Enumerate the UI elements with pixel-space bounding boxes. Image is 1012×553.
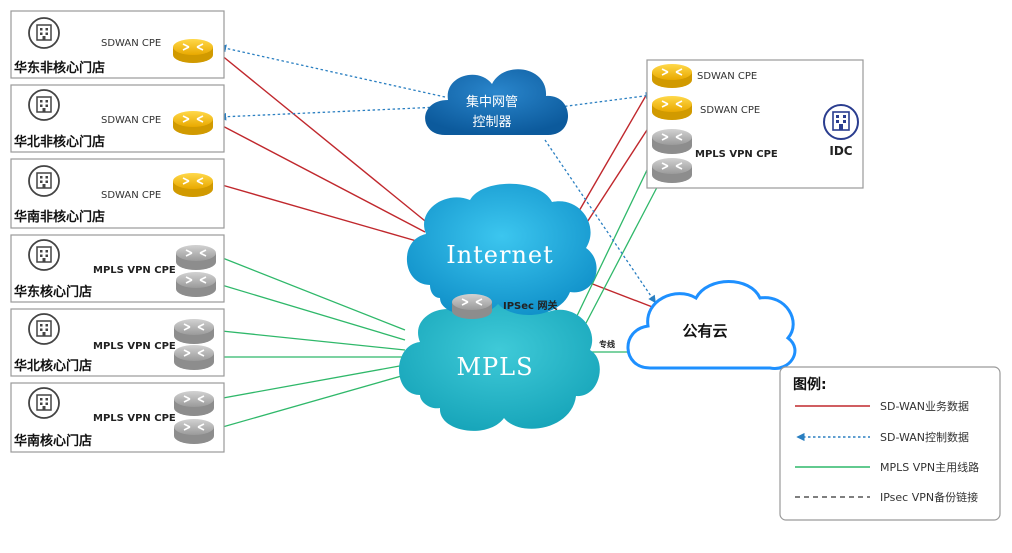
idc-mpls-router-icon xyxy=(651,128,693,155)
mpls-router-icon xyxy=(175,271,217,298)
store-sites: SDWAN CPE 华东非核心门店 SDWAN CPE 华北非核心门店 SDWA… xyxy=(10,10,225,453)
site-east-noncore: SDWAN CPE 华东非核心门店 xyxy=(10,10,225,79)
site-east-core: MPLS VPN CPE 华东核心门店 xyxy=(10,234,225,303)
site-name: 华东非核心门店 xyxy=(14,60,105,76)
link-north-core-mpls-1 xyxy=(211,329,406,351)
legend-item-label: MPLS VPN主用线路 xyxy=(880,460,979,474)
mpls-label: MPLS xyxy=(456,353,533,381)
ipsec-gateway: IPSec 网关 xyxy=(451,293,557,320)
site-device-label: MPLS VPN CPE xyxy=(93,341,176,352)
site-north-noncore: SDWAN CPE 华北非核心门店 xyxy=(10,84,225,153)
site-device-label: MPLS VPN CPE xyxy=(93,413,176,424)
legend-title: 图例: xyxy=(793,376,827,393)
controller-label-line2: 控制器 xyxy=(472,115,511,130)
building-icon xyxy=(28,313,60,345)
building-icon xyxy=(28,387,60,419)
mpls-lines xyxy=(211,142,666,431)
legend-item-ipsec: IPsec VPN备份链接 xyxy=(795,490,978,504)
mpls-router-icon xyxy=(173,344,215,371)
link-south-core-mpls-2 xyxy=(211,374,406,431)
site-name: 华北非核心门店 xyxy=(14,134,105,150)
link-east-core-mpls-1 xyxy=(214,254,406,331)
public-cloud: 公有云 xyxy=(626,280,797,370)
site-name: 华东核心门店 xyxy=(14,284,92,300)
link-internet-publiccloud xyxy=(589,282,656,309)
building-icon xyxy=(28,239,60,271)
link-internet-idc-1 xyxy=(574,79,656,219)
idc-device-label: SDWAN CPE xyxy=(697,71,757,82)
site-device-label: MPLS VPN CPE xyxy=(93,265,176,276)
ctrl-link-idc xyxy=(559,91,654,108)
link-mpls-idc-1 xyxy=(574,142,661,321)
internet-label: Internet xyxy=(446,241,554,269)
mpls-cloud: MPLS xyxy=(399,296,600,431)
internet-cloud: Internet xyxy=(406,183,597,316)
site-name: 华北核心门店 xyxy=(14,358,92,374)
idc-mpls-router-icon xyxy=(651,157,693,184)
legend: 图例: SD-WAN业务数据 SD-WAN控制数据 MPLS VPN主用线路 I… xyxy=(779,366,1001,521)
link-mpls-idc-2 xyxy=(584,171,666,326)
idc-sdwan-router-icon xyxy=(651,95,693,121)
legend-item-sdwan-control: SD-WAN控制数据 xyxy=(796,430,969,444)
link-north-noncore-internet xyxy=(214,121,426,233)
controller-label-line1: 集中网管 xyxy=(466,94,518,110)
dedicated-line-label: 专线 xyxy=(599,339,615,349)
link-east-core-mpls-2 xyxy=(214,282,406,341)
link-south-noncore-internet xyxy=(214,182,421,243)
controller-cloud: 集中网管 控制器 xyxy=(425,69,569,135)
mpls-router-icon xyxy=(173,390,215,417)
ipsec-gateway-router-icon xyxy=(451,293,493,320)
idc-building-icon xyxy=(823,104,859,140)
idc-device-label: MPLS VPN CPE xyxy=(695,149,778,160)
site-device-label: SDWAN CPE xyxy=(101,38,161,49)
mpls-router-icon xyxy=(173,418,215,445)
idc-site: SDWAN CPE SDWAN CPE MPLS VPN CPE IDC xyxy=(646,59,864,189)
ctrl-link-north-noncore xyxy=(218,106,441,121)
link-east-noncore-internet xyxy=(214,49,431,226)
sdwan-router-icon xyxy=(172,172,214,198)
sdwan-data-lines xyxy=(214,49,661,309)
site-name: 华南非核心门店 xyxy=(14,209,105,225)
sdwan-control-lines xyxy=(218,44,656,304)
sdwan-router-icon xyxy=(172,110,214,136)
building-icon xyxy=(28,17,60,49)
site-north-core: MPLS VPN CPE 华北核心门店 xyxy=(10,308,225,377)
public-cloud-label: 公有云 xyxy=(682,322,727,340)
building-icon xyxy=(28,89,60,121)
site-name: 华南核心门店 xyxy=(14,433,92,449)
legend-item-label: SD-WAN控制数据 xyxy=(880,430,969,444)
legend-item-label: SD-WAN业务数据 xyxy=(880,399,969,413)
mpls-router-icon xyxy=(175,244,217,271)
site-south-noncore: SDWAN CPE 华南非核心门店 xyxy=(10,158,225,229)
sdwan-router-icon xyxy=(172,38,214,64)
ctrl-link-east-noncore xyxy=(218,44,446,98)
link-south-core-mpls-1 xyxy=(211,364,406,401)
ipsec-gateway-label: IPSec 网关 xyxy=(503,299,557,312)
site-south-core: MPLS VPN CPE 华南核心门店 xyxy=(10,382,225,453)
mpls-router-icon xyxy=(173,318,215,345)
building-icon xyxy=(28,165,60,197)
site-device-label: SDWAN CPE xyxy=(101,190,161,201)
idc-device-label: SDWAN CPE xyxy=(700,105,760,116)
legend-item-mpls: MPLS VPN主用线路 xyxy=(795,460,979,474)
idc-label: IDC xyxy=(829,144,852,158)
legend-item-sdwan-data: SD-WAN业务数据 xyxy=(795,399,969,413)
legend-item-label: IPsec VPN备份链接 xyxy=(880,490,978,504)
idc-sdwan-router-icon xyxy=(651,63,693,89)
site-device-label: SDWAN CPE xyxy=(101,115,161,126)
